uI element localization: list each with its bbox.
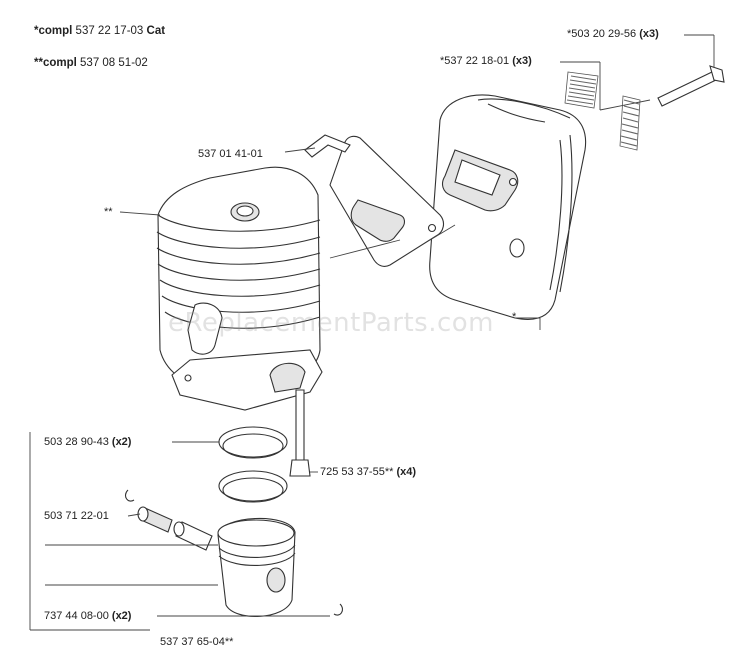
part-qty: (x2)	[111, 436, 132, 448]
callout-gasket[interactable]: 537 01 41-01	[198, 148, 263, 161]
compl-prefix-2: **compl	[34, 57, 77, 69]
muffler-drawing	[429, 94, 587, 320]
part-number: 503 28 90-43	[44, 436, 109, 448]
watermark: eReplacementParts.com	[168, 308, 495, 338]
part-number: 737 44 08-00	[44, 610, 109, 622]
leader-lines	[29, 34, 715, 631]
callout-spark-screen[interactable]: *537 22 18-01 (x3)	[440, 55, 532, 68]
piston-drawing	[217, 517, 296, 617]
header-line-2: **compl 537 08 51-02	[34, 57, 148, 70]
compl-number: 537 22 17-03	[75, 25, 144, 37]
part-number: 537 01 41-01	[198, 148, 263, 160]
compl-suffix: Cat	[146, 25, 166, 37]
part-number: *503 20 29-56	[567, 28, 637, 40]
callout-muffler[interactable]: *	[512, 311, 516, 324]
part-number: **	[104, 206, 113, 218]
part-qty: (x3)	[639, 28, 659, 40]
part-number: 503 71 22-01	[44, 510, 109, 522]
part-qty: (x4)	[396, 466, 417, 478]
part-number: 537 37 65-04**	[160, 636, 234, 648]
callout-piston-rings[interactable]: 503 28 90-43 (x2)	[44, 436, 131, 449]
compl-prefix: *compl	[34, 25, 73, 37]
part-number: *537 22 18-01	[440, 55, 510, 67]
header-line-1: *compl 537 22 17-03 Cat	[34, 25, 165, 38]
cylinder-bolt-drawing	[289, 389, 311, 477]
part-qty: (x2)	[111, 610, 132, 622]
callout-cylinder-bolt[interactable]: 725 53 37-55** (x4)	[320, 466, 416, 479]
part-number: 725 53 37-55**	[320, 466, 394, 478]
muffler-bolt-drawing	[657, 65, 725, 107]
cylinder-drawing	[156, 166, 323, 411]
part-number: *	[512, 311, 517, 323]
piston-rings-drawing	[218, 426, 288, 503]
needle-bearing-drawing	[137, 506, 213, 551]
callout-cylinder[interactable]: **	[104, 206, 113, 219]
callout-piston-kit[interactable]: 537 37 65-04**	[160, 636, 233, 649]
part-qty: (x3)	[512, 55, 532, 67]
callout-circlip[interactable]: 737 44 08-00 (x2)	[44, 610, 131, 623]
circlips-drawing	[125, 489, 343, 616]
spark-screen-drawing	[564, 71, 641, 151]
gasket-drawing	[304, 134, 445, 267]
compl-number-2: 537 08 51-02	[80, 57, 148, 69]
callout-needle-bearing[interactable]: 503 71 22-01	[44, 510, 109, 523]
callout-muffler-bolt[interactable]: *503 20 29-56 (x3)	[567, 28, 659, 41]
